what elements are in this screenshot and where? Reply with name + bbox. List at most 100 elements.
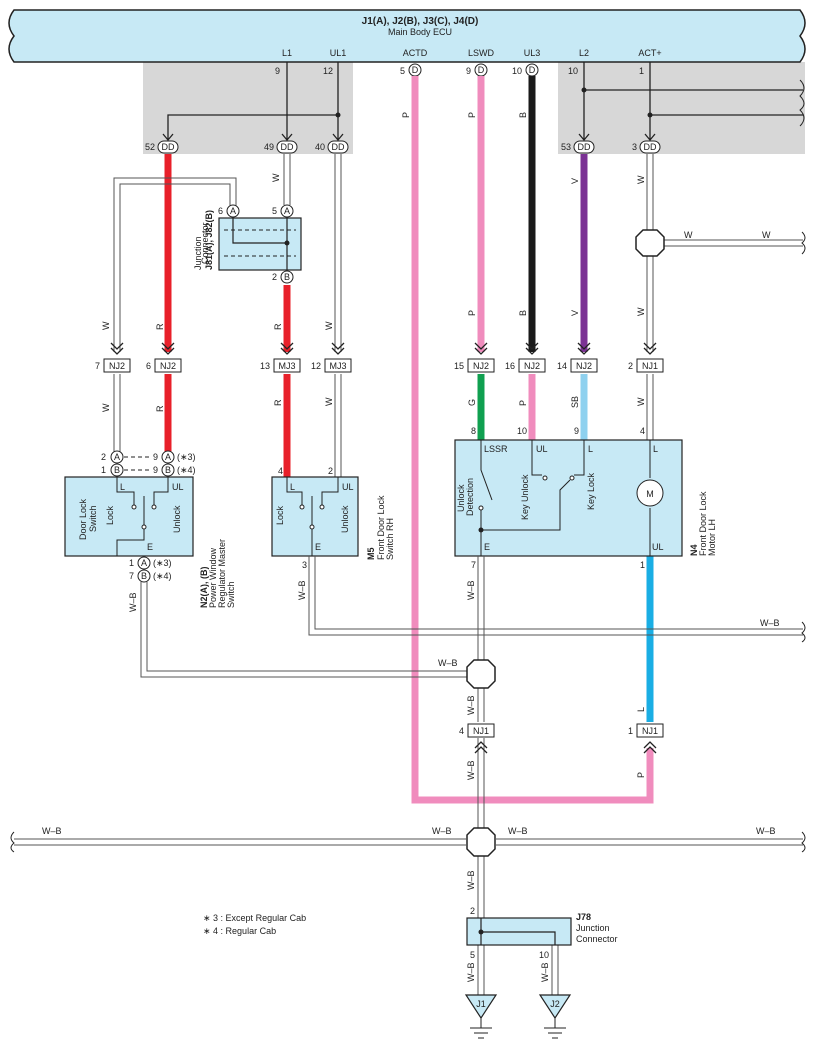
nj2-connector-15: NJ2 15 [454,358,495,373]
splice-point [635,229,665,257]
svg-text:MJ3: MJ3 [329,361,346,371]
svg-text:14: 14 [557,361,567,371]
svg-text:52: 52 [145,142,155,152]
wire-label-w: W [636,397,646,406]
n4-contact [542,475,548,481]
svg-text:A: A [230,206,236,216]
svg-text:MJ3: MJ3 [278,361,295,371]
svg-text:2: 2 [101,452,106,462]
n2-contact [141,524,147,530]
wire-label-p: P [518,400,528,406]
wire-label-wb: W–B [756,826,776,836]
svg-text:NJ2: NJ2 [473,361,489,371]
svg-text:D: D [478,65,485,75]
ecu-internal-wire-ul1 [167,62,339,140]
svg-text:12: 12 [311,361,321,371]
n4-motor-box [454,439,683,557]
svg-text:N4: N4 [689,544,699,556]
wire-label-g: G [467,399,477,406]
n2-switch-box [64,476,194,557]
n2-unlock-label: Unlock [172,505,182,533]
ecu-pin-label-actd: ACTD [403,48,428,58]
m5-ul-label: UL [342,482,354,492]
svg-text:J2: J2 [550,999,560,1009]
j81-junction-dot [284,240,290,246]
n2-switch-label: Switch [88,505,98,532]
wire-label-wb: W–B [466,962,476,982]
n2-contact [151,504,157,510]
wire-label-r: R [273,323,283,330]
j81-pin-2: B2 [272,270,294,284]
svg-text:(∗4): (∗4) [177,465,196,475]
n2-l-label: L [120,482,125,492]
svg-text:6: 6 [146,361,151,371]
nj2-connector-6: NJ2 6 [146,358,182,373]
wire-label-r: R [155,405,165,412]
n2-switch-label: Door Lock [78,498,88,540]
svg-text:Switch: Switch [226,581,236,608]
svg-text:DD: DD [281,142,294,152]
svg-text:49: 49 [264,142,274,152]
wire-label-p: P [467,112,477,118]
ecu-pin-num-actplus: 1 [639,66,644,76]
n2-contact [131,504,137,510]
wire-label-wb: W–B [128,592,138,612]
svg-text:B: B [141,571,147,581]
ecu-junction-dot [581,87,587,93]
m5-pin-2: 2 [328,466,333,476]
wire-label-w: W [101,403,111,412]
n4-ul2-label: UL [652,542,664,552]
upward-arrow-marks [474,741,657,754]
svg-text:4: 4 [459,726,464,736]
wire-label-w: W [101,321,111,330]
j78-pin-10: 10 [539,950,549,960]
m5-switch-internals [286,477,339,556]
wire-pink-actd [411,76,654,804]
n4-l-label: L [588,444,593,454]
svg-text:J1: J1 [476,999,486,1009]
svg-text:M5: M5 [366,547,376,560]
ecu-pin-num-l2: 10 [568,66,578,76]
n4-l2-label: L [653,444,658,454]
break-mark [799,79,805,127]
n4-internals [480,440,651,556]
ecu-box [8,9,806,63]
svg-text:Front Door Lock: Front Door Lock [698,491,708,556]
svg-text:(∗3): (∗3) [153,558,172,568]
dd-terminal-3: DD3 [632,140,661,154]
break-mark [801,621,806,643]
svg-text:NJ2: NJ2 [524,361,540,371]
svg-text:NJ2: NJ2 [160,361,176,371]
j78-desc1: Junction [576,923,610,933]
svg-text:NJ2: NJ2 [109,361,125,371]
svg-text:Regulator Master: Regulator Master [217,539,227,608]
ecu-pin-num-l1: 9 [275,66,280,76]
svg-text:Front Door Lock: Front Door Lock [376,495,386,560]
wire-label-b: B [518,112,528,118]
wire-label-v: V [570,178,580,184]
ground-point-j2: J2 [538,994,572,1039]
svg-text:53: 53 [561,142,571,152]
svg-text:NJ1: NJ1 [473,726,489,736]
svg-text:J81(A), J82(B): J81(A), J82(B) [204,210,214,270]
svg-text:5: 5 [272,206,277,216]
n4-pin-1: 1 [640,560,645,570]
m5-contact [319,504,325,510]
svg-text:Motor LH: Motor LH [707,519,717,556]
n4-unlock-det: Unlock [456,484,466,512]
double-arrow-marks [110,342,657,355]
svg-text:(∗4): (∗4) [153,571,172,581]
svg-text:A: A [284,206,290,216]
m5-switch-box [271,476,359,557]
n4-pin-10: 10 [517,426,527,436]
svg-text:15: 15 [454,361,464,371]
n4-pin-7: 7 [471,560,476,570]
n4-pin-8: 8 [471,426,476,436]
wire-label-l: L [636,707,646,712]
